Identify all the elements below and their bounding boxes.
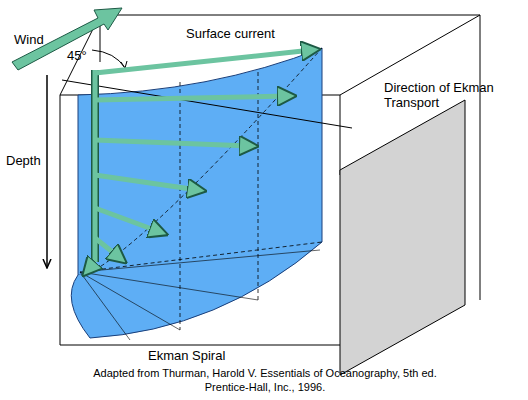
depth-arrow bbox=[46, 75, 48, 268]
angle-arc bbox=[92, 50, 125, 68]
guide-lines bbox=[95, 48, 322, 330]
base-lines bbox=[80, 250, 320, 340]
ekman-spiral-label: Ekman Spiral bbox=[148, 348, 258, 363]
angle-label: 45° bbox=[67, 48, 97, 63]
water-column bbox=[78, 48, 322, 276]
wind-label: Wind bbox=[14, 32, 64, 47]
depth-label: Depth bbox=[6, 153, 46, 168]
transport-line bbox=[62, 80, 352, 128]
wind-arrow bbox=[12, 8, 122, 70]
water-column-base bbox=[71, 242, 322, 338]
surface-current-label: Surface current bbox=[186, 26, 316, 41]
current-arrows bbox=[88, 50, 312, 270]
transport-label: Direction of Ekman Transport bbox=[384, 80, 499, 110]
transport-plane bbox=[340, 100, 465, 375]
caption: Adapted from Thurman, Harold V. Essentia… bbox=[75, 366, 455, 394]
